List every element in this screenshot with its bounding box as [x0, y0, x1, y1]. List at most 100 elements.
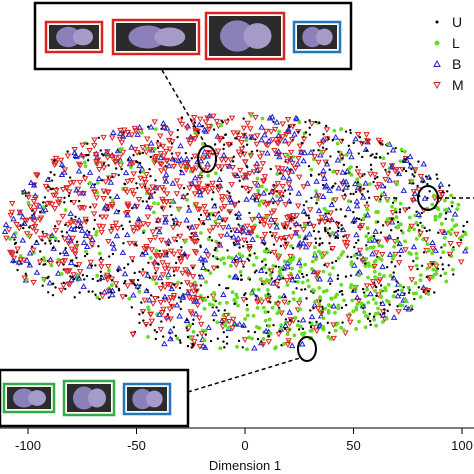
point-m [164, 262, 171, 269]
point-u [54, 286, 57, 289]
point-m [363, 283, 371, 290]
point-m [191, 153, 199, 160]
point-l [388, 273, 393, 278]
point-l [353, 284, 358, 289]
point-m [143, 172, 150, 178]
x-axis-title: Dimension 1 [209, 458, 281, 473]
point-u [260, 282, 264, 286]
point-b [89, 236, 96, 242]
point-m [284, 221, 291, 227]
point-b [107, 178, 115, 185]
point-m [80, 205, 88, 212]
point-m [30, 198, 38, 205]
point-b [162, 177, 170, 184]
point-u [321, 241, 324, 245]
point-m [408, 277, 416, 283]
point-b [429, 239, 436, 246]
point-l [249, 113, 254, 117]
point-l [366, 261, 371, 266]
point-u [78, 199, 81, 203]
point-b [223, 231, 231, 237]
point-b [255, 212, 263, 218]
point-b [397, 247, 405, 253]
point-u [217, 241, 221, 245]
point-l [300, 280, 305, 285]
point-l [332, 128, 337, 133]
point-l [219, 123, 224, 128]
point-b [157, 154, 165, 161]
point-u [141, 268, 145, 271]
point-m [290, 318, 297, 324]
point-u [199, 213, 203, 217]
point-l [204, 280, 208, 284]
point-u [270, 277, 273, 280]
point-l [441, 250, 446, 255]
point-u [242, 265, 245, 268]
point-m [376, 277, 384, 284]
point-b [294, 273, 301, 279]
point-b [233, 227, 241, 234]
point-l [414, 236, 419, 241]
point-u [140, 301, 143, 304]
point-m [182, 161, 189, 168]
point-u [186, 335, 190, 339]
cell-blob [73, 386, 95, 410]
point-m [275, 331, 283, 338]
point-m [218, 164, 226, 171]
point-l [377, 243, 382, 248]
point-l [240, 254, 245, 259]
point-u [201, 125, 204, 128]
point-m [124, 283, 131, 290]
point-m [62, 268, 70, 274]
point-l [355, 177, 360, 182]
point-m [102, 179, 109, 186]
point-l [275, 172, 280, 177]
point-m [354, 169, 362, 176]
point-m [156, 133, 164, 140]
point-m [344, 240, 351, 246]
point-m [417, 173, 425, 180]
point-u [272, 201, 275, 205]
point-l [298, 324, 303, 329]
point-b [390, 314, 398, 320]
point-u [444, 217, 447, 221]
point-m [223, 119, 231, 126]
point-l [243, 317, 248, 321]
point-b [398, 290, 406, 297]
point-m [408, 223, 415, 230]
point-l [438, 212, 443, 217]
point-l [403, 149, 407, 154]
point-m [196, 116, 204, 123]
point-b [267, 216, 275, 222]
point-b [23, 257, 31, 263]
point-m [316, 218, 323, 225]
point-l [256, 287, 261, 292]
point-m [340, 195, 348, 201]
point-u [138, 152, 141, 155]
point-u [230, 143, 233, 146]
point-u [87, 290, 90, 293]
point-l [244, 138, 249, 143]
point-b [291, 130, 298, 137]
point-m [455, 242, 463, 248]
point-u [212, 214, 215, 217]
point-b [359, 302, 367, 309]
point-u [301, 327, 305, 331]
point-b [178, 169, 186, 176]
point-u [422, 290, 425, 293]
point-l [382, 274, 386, 278]
point-m [230, 130, 237, 137]
point-l [323, 306, 328, 311]
point-b [75, 216, 83, 223]
point-m [188, 235, 195, 242]
point-m [37, 235, 45, 242]
point-l [257, 203, 262, 207]
point-m [264, 142, 272, 149]
point-b [110, 129, 117, 135]
point-m [256, 154, 264, 161]
point-u [220, 119, 223, 122]
point-l [263, 318, 268, 323]
point-u [161, 335, 165, 338]
point-m [157, 286, 165, 292]
point-u [310, 174, 313, 177]
